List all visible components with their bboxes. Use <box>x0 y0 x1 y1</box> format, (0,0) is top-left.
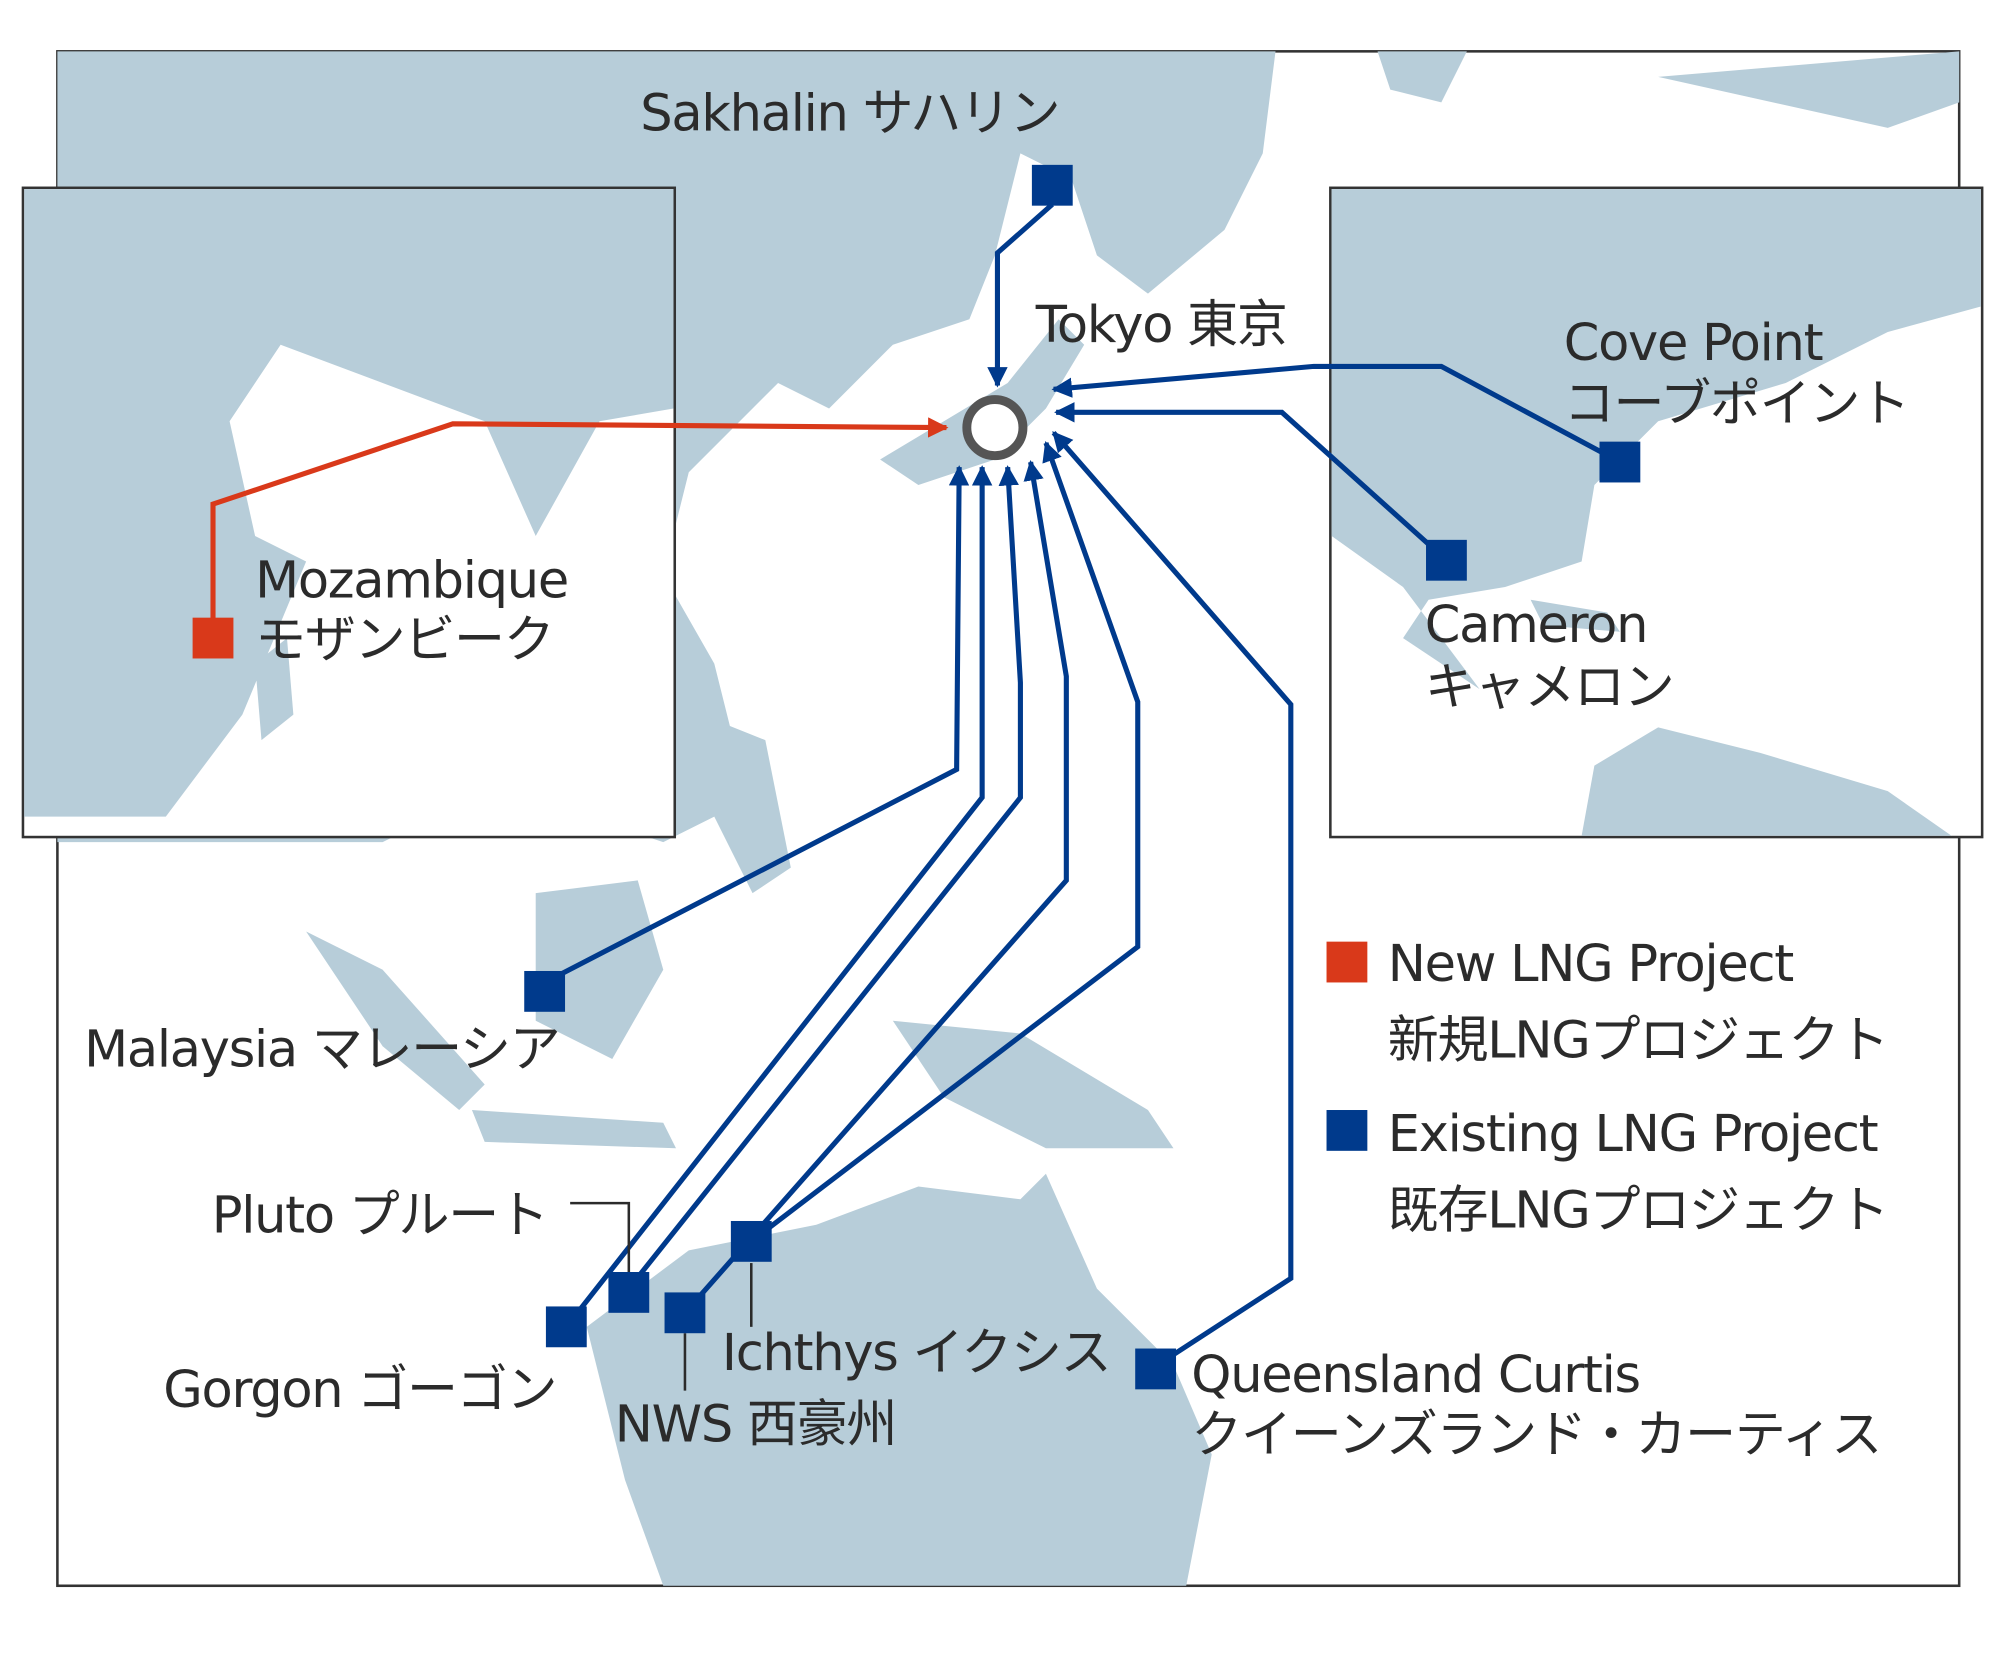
label-ichthys: Ichthys イクシス <box>722 1324 1110 1383</box>
marker-mozambique <box>192 617 234 659</box>
marker-cove-point <box>1599 441 1641 483</box>
legend-existing-label-ja: 既存LNGプロジェクト <box>1388 1181 1888 1240</box>
label-queensland-curtis-ja: クイーンズランド・カーティス <box>1191 1406 1881 1465</box>
philippines <box>701 714 791 894</box>
marker-malaysia <box>524 970 566 1012</box>
java <box>471 1110 677 1149</box>
sumatra <box>306 931 485 1111</box>
marker-ichthys <box>730 1220 772 1262</box>
leader-pluto <box>570 1201 631 1276</box>
label-queensland-curtis: Queensland Curtis <box>1191 1346 1640 1405</box>
route-cove-point <box>1051 363 1622 465</box>
label-cove-point: Cove Point <box>1564 314 1823 373</box>
route-pluto <box>626 465 1023 1291</box>
route-nws <box>693 460 1069 1304</box>
marker-queensland-curtis <box>1135 1348 1177 1390</box>
label-cameron-ja: キャメロン <box>1425 658 1674 717</box>
label-mozambique: Mozambique <box>255 551 568 610</box>
label-malaysia: Malaysia マレーシア <box>84 1021 559 1080</box>
new-guinea <box>892 1020 1174 1149</box>
australia <box>586 1173 1212 1586</box>
label-cameron: Cameron <box>1425 596 1647 655</box>
legend-new-swatch <box>1326 941 1368 983</box>
routes <box>210 202 1622 1361</box>
route-queensland-curtis <box>1051 431 1294 1361</box>
label-gorgon: Gorgon ゴーゴン <box>163 1361 556 1420</box>
legend-existing-label: Existing LNG Project <box>1388 1105 1878 1164</box>
label-cove-point-ja: コーブポイント <box>1564 375 1909 434</box>
route-mozambique <box>210 417 949 639</box>
marker-nws <box>664 1292 706 1334</box>
marker-cameron <box>1426 539 1467 581</box>
label-tokyo: Tokyo 東京 <box>1035 296 1287 355</box>
legend-new-label-ja: 新規LNGプロジェクト <box>1388 1012 1888 1071</box>
borneo <box>535 880 664 1059</box>
tokyo-hub-marker <box>962 395 1028 461</box>
legend-existing-swatch <box>1326 1110 1368 1151</box>
marker-sakhalin <box>1031 164 1073 206</box>
route-gorgon <box>569 465 993 1323</box>
marker-gorgon <box>545 1306 587 1348</box>
route-sakhalin <box>987 202 1054 388</box>
route-ichthys <box>749 440 1141 1244</box>
marker-pluto <box>608 1272 650 1313</box>
africa-inset <box>21 186 677 839</box>
route-cameron <box>1054 402 1449 563</box>
legend-new-label: New LNG Project <box>1388 935 1794 994</box>
label-mozambique-ja: モザンビーク <box>255 611 553 670</box>
label-nws: NWS 西豪州 <box>615 1396 896 1455</box>
label-sakhalin: Sakhalin サハリン <box>640 84 1059 143</box>
project-markers <box>192 164 1641 1390</box>
route-malaysia <box>543 465 970 985</box>
pacific-islands <box>1377 51 1960 128</box>
label-pluto: Pluto プルート <box>212 1186 548 1245</box>
legend: New LNG Project 新規LNGプロジェクト Existing LNG… <box>1326 935 1889 1240</box>
americas-inset <box>1329 186 1984 839</box>
